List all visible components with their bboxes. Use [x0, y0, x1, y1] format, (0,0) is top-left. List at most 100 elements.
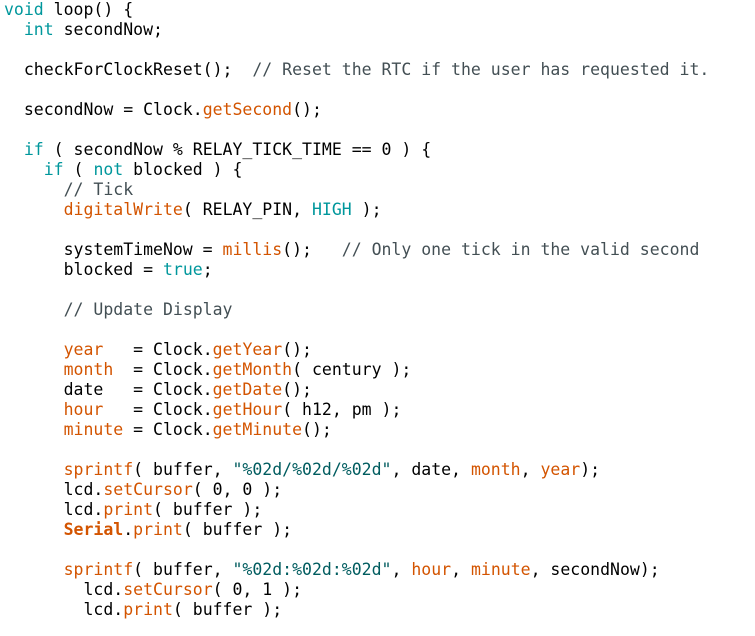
- keyword-token: int: [23, 20, 54, 39]
- text-token: [4, 400, 64, 419]
- text-token: ();: [282, 240, 342, 259]
- function-token: print: [133, 520, 183, 539]
- comment-token: // Update Display: [63, 300, 233, 319]
- function-token: getYear: [212, 340, 283, 359]
- text-token: ( RELAY_PIN,: [182, 200, 312, 219]
- function-token: getHour: [212, 400, 283, 419]
- text-token: ,: [451, 560, 471, 579]
- function-token: hour: [411, 560, 452, 579]
- code-line: year = Clock.getYear();: [4, 340, 709, 360]
- function-token: setCursor: [103, 480, 193, 499]
- text-token: , secondNow);: [530, 560, 660, 579]
- function-token: getSecond: [202, 100, 293, 119]
- code-line: secondNow = Clock.getSecond();: [4, 100, 709, 120]
- function-token: year: [540, 460, 581, 479]
- text-token: checkForClockReset();: [4, 60, 253, 79]
- text-token: ( 0, 0 );: [192, 480, 283, 499]
- string-token: "%02d:%02d:%02d": [232, 560, 392, 579]
- text-token: lcd.: [4, 600, 124, 619]
- text-token: .: [123, 520, 134, 539]
- code-line: date = Clock.getDate();: [4, 380, 709, 400]
- function-token: month: [63, 360, 114, 379]
- code-line: void loop() {: [4, 0, 709, 20]
- code-line: systemTimeNow = millis(); // Only one ti…: [4, 240, 709, 260]
- function-token: digitalWrite: [63, 200, 183, 219]
- text-token: ();: [282, 340, 312, 359]
- text-token: ( century );: [292, 360, 412, 379]
- comment-token: // Tick: [63, 180, 134, 199]
- code-line: if ( not blocked ) {: [4, 160, 709, 180]
- code-line: // Tick: [4, 180, 709, 200]
- text-token: ( buffer );: [182, 520, 293, 539]
- text-token: [4, 180, 64, 199]
- text-token: secondNow = Clock.: [4, 100, 203, 119]
- code-line: month = Clock.getMonth( century );: [4, 360, 709, 380]
- text-token: [4, 460, 64, 479]
- text-token: [4, 140, 24, 159]
- text-token: [4, 200, 64, 219]
- text-token: = Clock.: [103, 340, 213, 359]
- text-token: ,: [520, 460, 541, 479]
- text-token: ();: [292, 100, 322, 119]
- code-line: [4, 280, 709, 300]
- class-token: Serial: [63, 520, 124, 539]
- function-token: print: [103, 500, 154, 519]
- keyword-token: if: [43, 160, 64, 179]
- function-token: getMinute: [212, 420, 303, 439]
- keyword-token: not: [93, 160, 124, 179]
- function-token: getMonth: [212, 360, 293, 379]
- code-line: minute = Clock.getMinute();: [4, 420, 709, 440]
- function-token: millis: [222, 240, 283, 259]
- code-line: lcd.setCursor( 0, 0 );: [4, 480, 709, 500]
- code-line: // Update Display: [4, 300, 709, 320]
- text-token: [4, 360, 64, 379]
- code-line: if ( secondNow % RELAY_TICK_TIME == 0 ) …: [4, 140, 709, 160]
- function-token: month: [470, 460, 521, 479]
- text-token: ( buffer,: [133, 460, 233, 479]
- constant-token: true: [162, 260, 203, 279]
- function-token: minute: [470, 560, 531, 579]
- code-line: sprintf( buffer, "%02d:%02d:%02d", hour,…: [4, 560, 709, 580]
- code-line: int secondNow;: [4, 20, 709, 40]
- comment-token: // Only one tick in the valid second: [341, 240, 700, 259]
- code-line: [4, 540, 709, 560]
- comment-token: // Reset the RTC if the user has request…: [252, 60, 710, 79]
- text-token: [4, 520, 64, 539]
- text-token: (: [63, 160, 94, 179]
- text-token: ;: [202, 260, 213, 279]
- string-token: "%02d/%02d/%02d": [232, 460, 392, 479]
- text-token: ( 0, 1 );: [212, 580, 303, 599]
- constant-token: HIGH: [311, 200, 352, 219]
- keyword-token: void: [4, 0, 44, 19]
- code-line: digitalWrite( RELAY_PIN, HIGH );: [4, 200, 709, 220]
- code-line: blocked = true;: [4, 260, 709, 280]
- text-token: ( h12, pm );: [282, 400, 402, 419]
- function-token: year: [63, 340, 104, 359]
- text-token: [4, 300, 64, 319]
- code-line: Serial.print( buffer );: [4, 520, 709, 540]
- text-token: secondNow;: [53, 20, 163, 39]
- text-token: = Clock.: [123, 420, 213, 439]
- text-token: ( buffer );: [153, 500, 263, 519]
- code-editor[interactable]: void loop() { int secondNow; checkForClo…: [4, 0, 709, 620]
- code-line: [4, 320, 709, 340]
- code-line: lcd.print( buffer );: [4, 500, 709, 520]
- text-token: ( secondNow % RELAY_TICK_TIME == 0 ) {: [43, 140, 432, 159]
- text-token: ();: [302, 420, 332, 439]
- function-token: setCursor: [123, 580, 213, 599]
- function-token: sprintf: [63, 560, 134, 579]
- code-line: lcd.setCursor( 0, 1 );: [4, 580, 709, 600]
- keyword-token: if: [23, 140, 44, 159]
- code-line: [4, 80, 709, 100]
- text-token: ();: [282, 380, 312, 399]
- text-token: date = Clock.: [4, 380, 213, 399]
- text-token: );: [580, 460, 601, 479]
- function-token: hour: [63, 400, 104, 419]
- function-token: minute: [63, 420, 124, 439]
- text-token: ,: [391, 560, 412, 579]
- function-token: print: [123, 600, 173, 619]
- text-token: ( buffer,: [133, 560, 233, 579]
- code-line: hour = Clock.getHour( h12, pm );: [4, 400, 709, 420]
- text-token: [4, 420, 64, 439]
- text-token: systemTimeNow =: [4, 240, 223, 259]
